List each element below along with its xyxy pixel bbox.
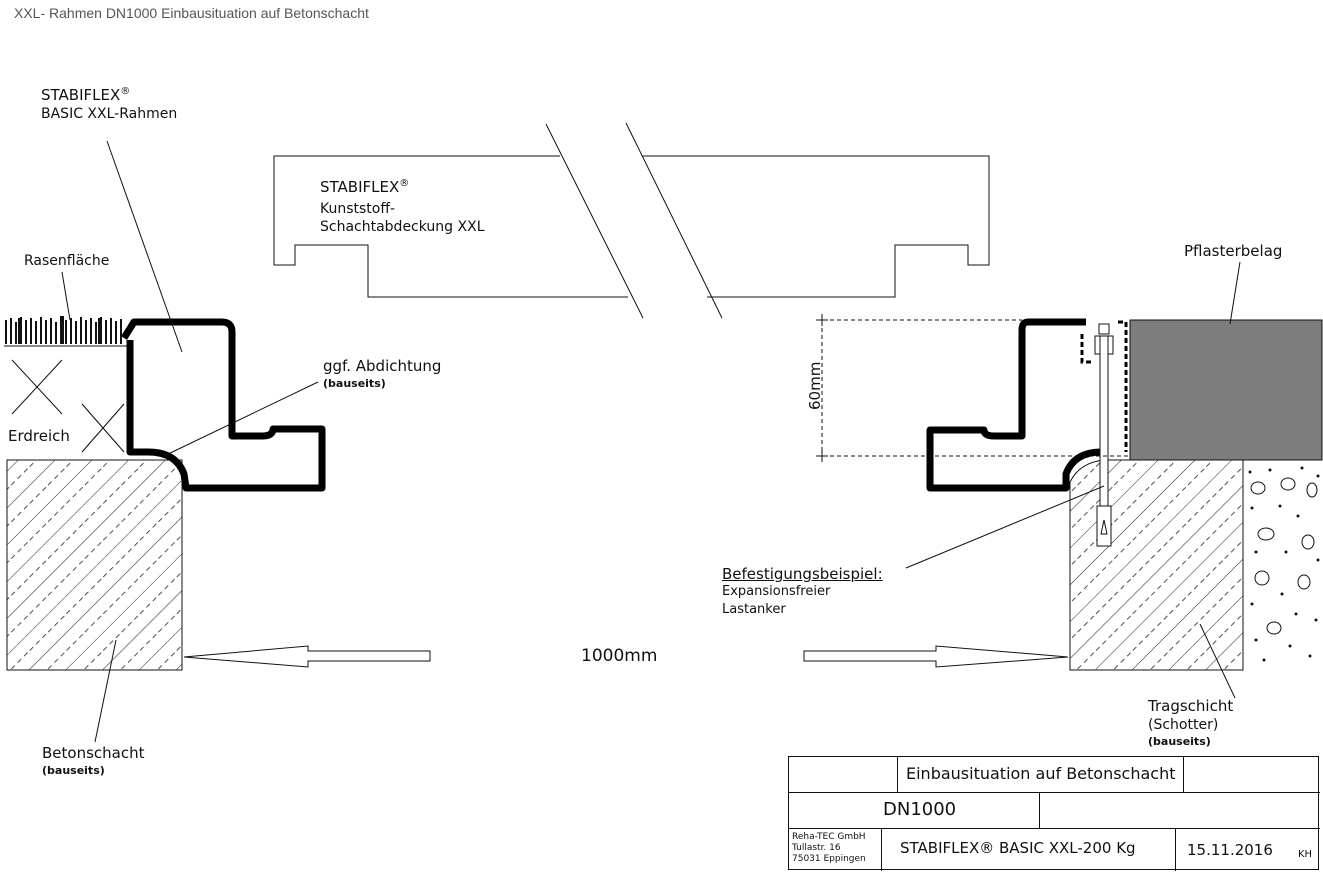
gravel-dots xyxy=(1248,466,1320,662)
page-title: XXL- Rahmen DN1000 Einbausituation auf B… xyxy=(14,5,369,21)
cover-line2-label: Schachtabdeckung XXL xyxy=(320,219,485,235)
cover-plate-left xyxy=(273,155,628,298)
anchor-bolt xyxy=(1094,323,1114,547)
fastening-title-label: Befestigungsbeispiel: xyxy=(722,565,883,583)
leader-lines xyxy=(61,140,1241,743)
break-line-left xyxy=(545,123,644,319)
frame-profile-left xyxy=(121,318,326,492)
seal-bauseits-label: (bauseits) xyxy=(323,377,386,390)
concrete-shaft-right xyxy=(1069,459,1244,671)
title-block-company-line2: Tullastr. 16 xyxy=(792,843,841,853)
title-block-company-line3: 75031 Eppingen xyxy=(792,854,866,864)
concrete-shaft-label: Betonschacht xyxy=(42,744,145,762)
break-line-right xyxy=(625,122,723,319)
paving-label: Pflasterbelag xyxy=(1184,242,1283,260)
height-dimension xyxy=(816,314,1130,462)
cover-brand-label: STABIFLEX® xyxy=(320,178,410,196)
title-block-company-line1: Reha-TEC GmbH xyxy=(792,832,866,842)
concrete-shaft-left-hatch xyxy=(7,460,182,670)
title-block-product: STABIFLEX® BASIC XXL-200 Kg xyxy=(900,839,1136,857)
cover-line1-label: Kunststoff- xyxy=(320,201,396,217)
frame-brand-label: STABIFLEX® xyxy=(41,86,131,104)
base-layer-label: Tragschicht xyxy=(1148,697,1234,715)
soil-symbol xyxy=(11,359,125,453)
lawn-label: Rasenfläche xyxy=(24,253,110,269)
cover-plate-right xyxy=(642,155,990,298)
title-block-initials: KH xyxy=(1298,849,1313,860)
soil-label: Erdreich xyxy=(8,427,70,445)
base-layer-gravel-label: (Schotter) xyxy=(1148,717,1219,733)
fastening-line2-label: Lastanker xyxy=(722,602,786,617)
paving-block xyxy=(1129,319,1323,461)
width-arrow-right xyxy=(803,645,1069,668)
frame-profile-right-dashed xyxy=(1080,320,1128,452)
frame-product-label: BASIC XXL-Rahmen xyxy=(41,106,178,122)
width-arrow-left xyxy=(183,645,431,668)
height-dimension-label: 60mm xyxy=(806,361,824,410)
title-block-date: 15.11.2016 xyxy=(1187,841,1273,859)
concrete-shaft-bauseits-label: (bauseits) xyxy=(42,764,105,777)
fastening-line1-label: Expansionsfreier xyxy=(722,584,831,599)
base-layer-bauseits-label: (bauseits) xyxy=(1148,735,1211,748)
width-dimension-label: 1000mm xyxy=(581,646,658,666)
title-block-size: DN1000 xyxy=(883,799,957,820)
gravel-layer xyxy=(1250,477,1318,635)
title-block-heading: Einbausituation auf Betonschacht xyxy=(906,764,1176,783)
seal-label: ggf. Abdichtung xyxy=(323,357,442,375)
frame-profile-right xyxy=(926,318,1106,492)
lawn-surface xyxy=(4,316,128,347)
title-block: Einbausituation auf Betonschacht DN1000 … xyxy=(788,756,1320,871)
